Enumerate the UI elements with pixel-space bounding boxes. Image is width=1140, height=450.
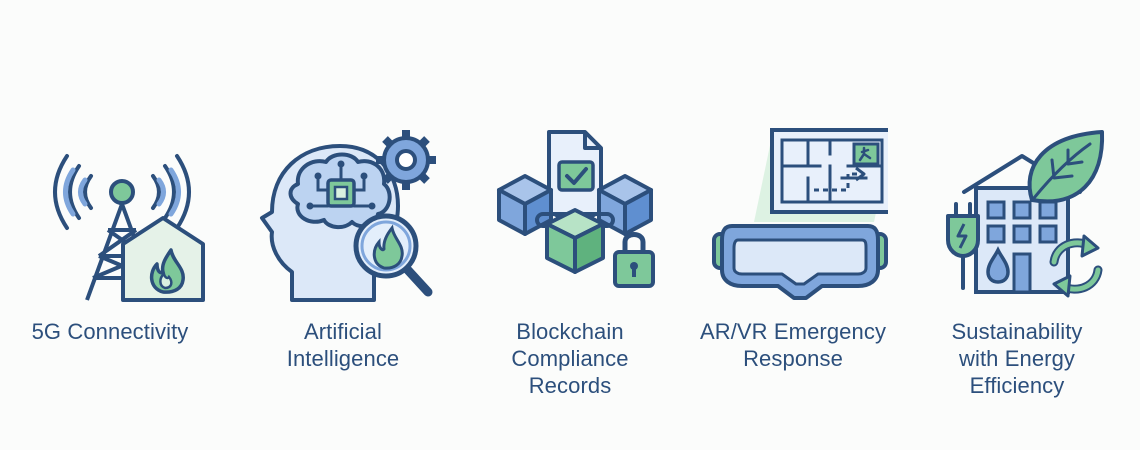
feature-label: Artificial Intelligence bbox=[233, 318, 453, 372]
label-line: Compliance bbox=[511, 346, 629, 371]
label-line: Efficiency bbox=[969, 373, 1065, 398]
feature-label: AR/VR Emergency Response bbox=[683, 318, 903, 372]
blockchain-lock-icon bbox=[497, 130, 655, 288]
label-line: Intelligence bbox=[286, 346, 400, 371]
label-line: Response bbox=[743, 346, 843, 371]
feature-label: Sustainability with Energy Efficiency bbox=[907, 318, 1127, 399]
label-line: Blockchain bbox=[516, 319, 624, 344]
label-line: Sustainability bbox=[951, 319, 1083, 344]
feature-artificial-intelligence: Artificial Intelligence bbox=[233, 122, 453, 372]
feature-label: 5G Connectivity bbox=[0, 318, 220, 345]
feature-label: Blockchain Compliance Records bbox=[460, 318, 680, 399]
label-line: 5G Connectivity bbox=[31, 319, 189, 344]
sustainable-building-icon bbox=[946, 130, 1105, 298]
feature-ar-vr-emergency-response: AR/VR Emergency Response bbox=[683, 122, 903, 372]
feature-blockchain-compliance-records: Blockchain Compliance Records bbox=[460, 122, 680, 399]
feature-5g-connectivity: 5G Connectivity bbox=[0, 122, 220, 345]
label-line: with Energy bbox=[958, 346, 1076, 371]
label-line: Records bbox=[528, 373, 612, 398]
label-line: AR/VR Emergency bbox=[699, 319, 887, 344]
feature-sustainability-energy-efficiency: Sustainability with Energy Efficiency bbox=[907, 122, 1127, 399]
5g-tower-fire-icon bbox=[53, 154, 205, 302]
label-line: Artificial bbox=[303, 319, 382, 344]
vr-headset-evacuation-icon bbox=[712, 128, 888, 300]
ai-brain-fire-icon bbox=[260, 130, 436, 302]
